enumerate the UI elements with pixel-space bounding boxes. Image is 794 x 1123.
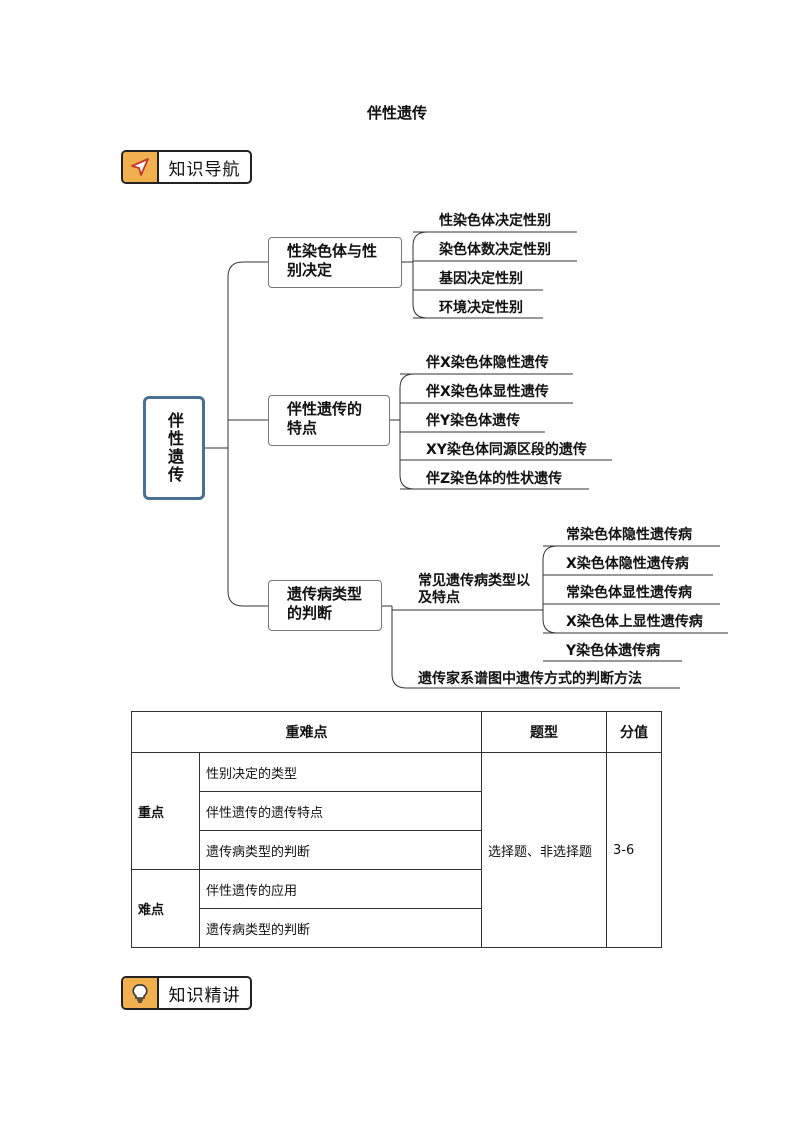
leaf: 伴X染色体隐性遗传 xyxy=(426,355,549,371)
question-type-cell: 选择题、非选择题 xyxy=(481,752,607,948)
table-row: 难点 伴性遗传的应用 xyxy=(131,869,662,948)
leaf: X染色体隐性遗传病 xyxy=(566,556,689,572)
header-key-points: 重难点 xyxy=(131,711,482,753)
score-cell: 3-6 xyxy=(606,752,662,948)
leaf: 环境决定性别 xyxy=(439,300,523,316)
leaf: 伴Y染色体遗传 xyxy=(426,413,521,429)
knowledge-detail-label: 知识精讲 xyxy=(168,985,241,1006)
leaf: 染色体数决定性别 xyxy=(439,242,551,258)
paper-plane-icon xyxy=(123,152,159,182)
branch-sex-linked-features: 伴性遗传的特点 xyxy=(268,395,390,446)
leaf: XY染色体同源区段的遗传 xyxy=(426,442,587,458)
branch-label: 伴性遗传的特点 xyxy=(287,400,363,437)
table-cell: 伴性遗传的应用 xyxy=(199,869,482,909)
page-title: 伴性遗传 xyxy=(366,104,427,122)
knowledge-nav-badge: 知识导航 xyxy=(121,150,252,184)
leaf: 基因决定性别 xyxy=(439,271,523,287)
table-row: 遗传病类型的判断 xyxy=(132,908,662,948)
sub-branch-label: 常见遗传病类型以及特点 xyxy=(418,573,530,606)
leaf: 性染色体决定性别 xyxy=(439,213,551,229)
table-cell: 遗传病类型的判断 xyxy=(199,830,482,870)
group-name: 难点 xyxy=(131,869,200,948)
header-score: 分值 xyxy=(606,711,662,753)
branch-sex-chromosome: 性染色体与性别决定 xyxy=(268,237,402,288)
knowledge-detail-badge: 知识精讲 xyxy=(121,976,252,1010)
mindmap-root: 伴性遗传 xyxy=(143,396,205,500)
table-header-row: 重难点 题型 分值 xyxy=(131,711,662,753)
leaf: 伴Z染色体的性状遗传 xyxy=(426,471,563,487)
branch-disease-judgement: 遗传病类型的判断 xyxy=(268,580,382,631)
key-points-table: 重难点 题型 分值 重点 性别决定的类型 选择题、非选择题 3-6 伴性遗传的遗… xyxy=(131,711,662,948)
branch-label: 性染色体与性别决定 xyxy=(287,242,378,279)
lightbulb-icon xyxy=(123,978,159,1008)
leaf: 常染色体隐性遗传病 xyxy=(566,527,692,543)
branch-label: 遗传病类型的判断 xyxy=(287,585,363,622)
leaf: 常染色体显性遗传病 xyxy=(566,585,692,601)
table-row: 遗传病类型的判断 xyxy=(132,830,662,870)
table-cell: 性别决定的类型 xyxy=(199,752,482,792)
mindmap-root-label: 伴性遗传 xyxy=(165,412,184,484)
table-cell: 伴性遗传的遗传特点 xyxy=(199,791,482,831)
knowledge-nav-label: 知识导航 xyxy=(168,159,241,180)
leaf: 伴X染色体显性遗传 xyxy=(426,384,549,400)
table-cell: 遗传病类型的判断 xyxy=(199,908,482,948)
leaf: X染色体上显性遗传病 xyxy=(566,614,703,630)
table-row: 重点 性别决定的类型 选择题、非选择题 3-6 xyxy=(131,752,662,948)
group-name: 重点 xyxy=(131,752,200,870)
leaf: 遗传家系谱图中遗传方式的判断方法 xyxy=(418,671,642,687)
header-question-type: 题型 xyxy=(481,711,607,753)
leaf: Y染色体遗传病 xyxy=(566,643,661,659)
